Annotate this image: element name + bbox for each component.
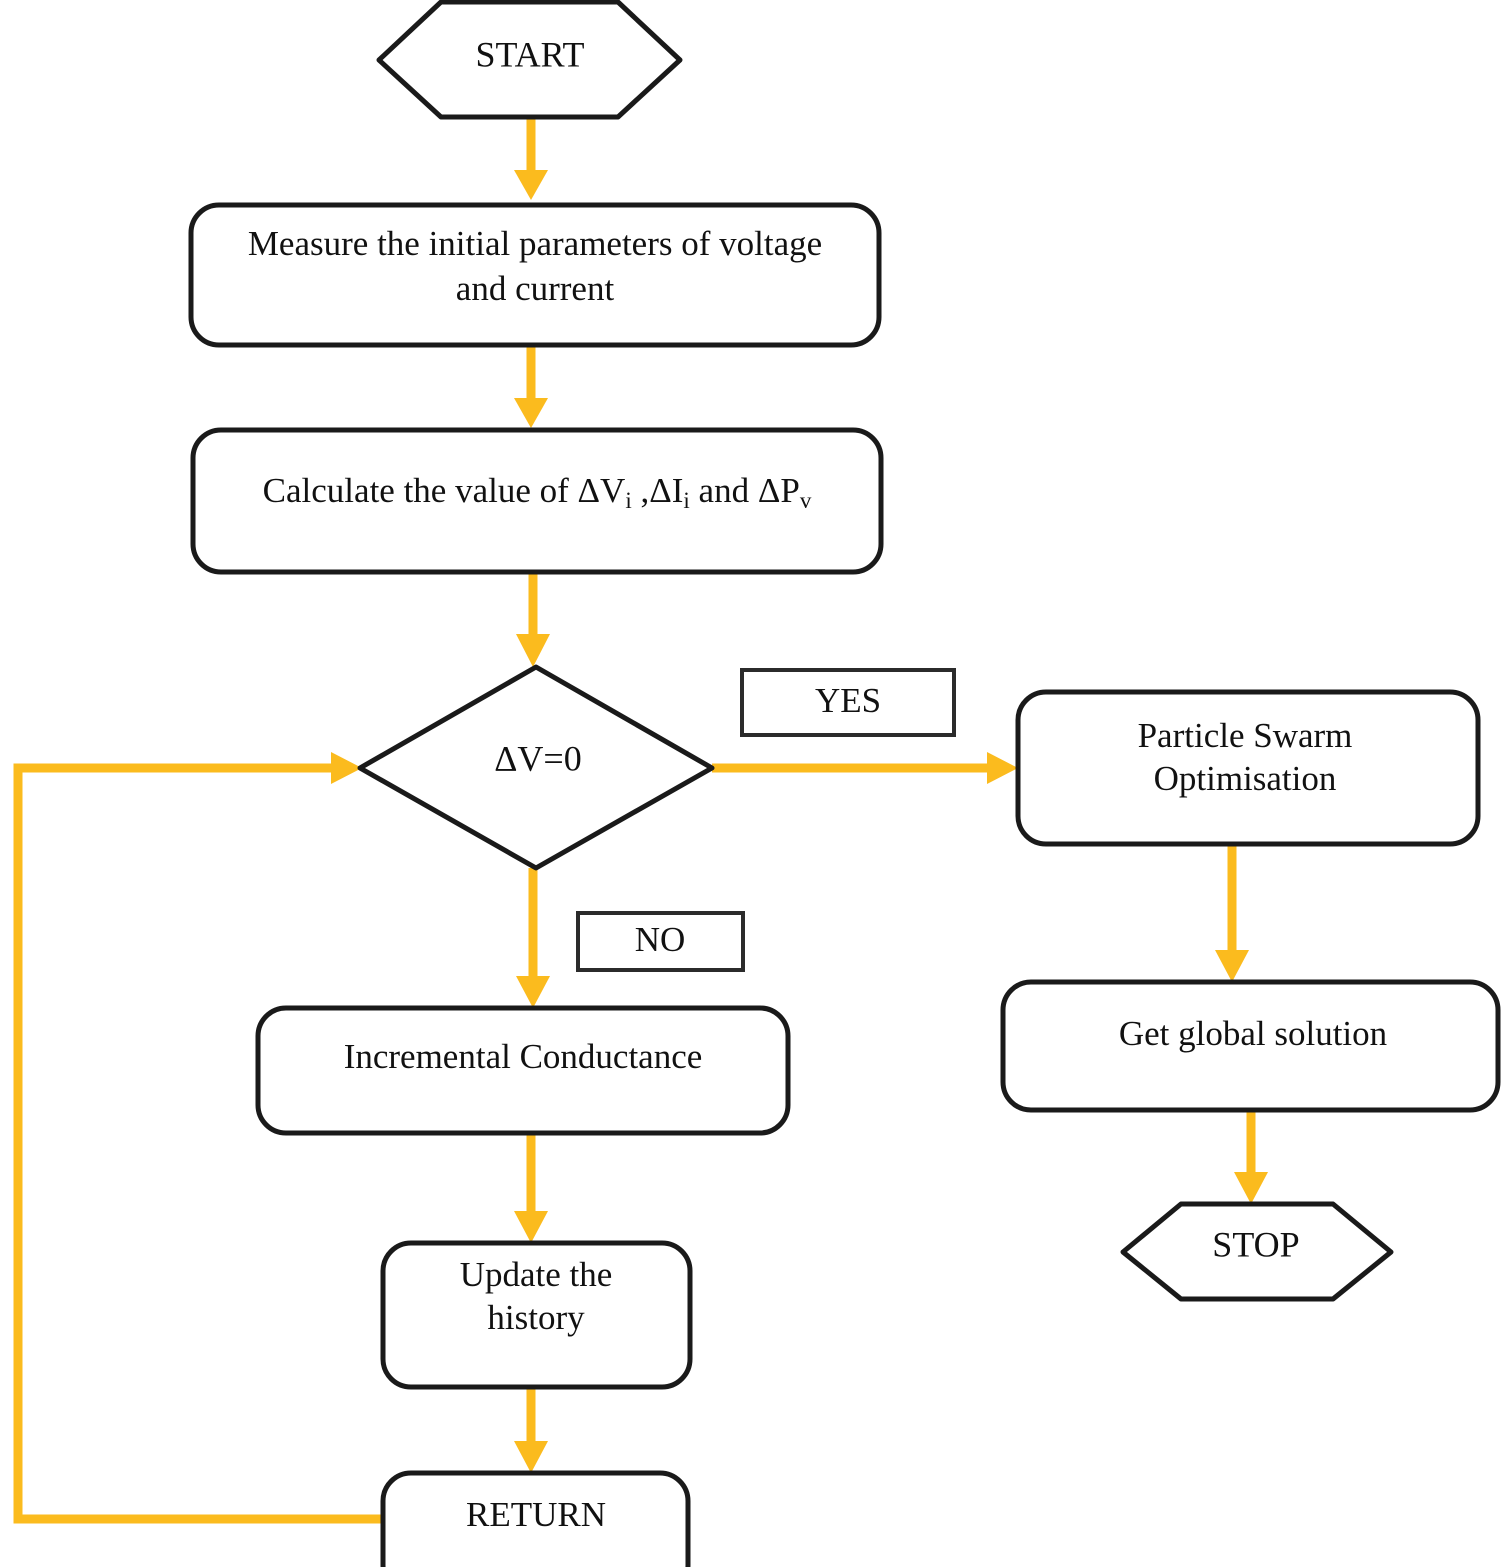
node-pso[interactable]: Particle Swarm Optimisation — [1015, 689, 1481, 847]
node-measure-label-line1: Measure the initial parameters of voltag… — [248, 224, 822, 263]
node-calculate-delta-i: ΔI — [649, 471, 683, 510]
node-calculate-sub-p: v — [800, 488, 812, 513]
node-calculate[interactable]: Calculate the value of ΔVi ,ΔIi and ΔPv — [190, 427, 884, 575]
node-update-history[interactable]: Update the history — [380, 1240, 693, 1390]
edge-start-to-measure — [514, 118, 548, 200]
node-calculate-sub-i: i — [683, 488, 689, 513]
node-decision-label: ΔV=0 — [494, 738, 581, 778]
node-measure-label-line2: and current — [456, 269, 615, 308]
node-calculate-prefix: Calculate the value of — [263, 471, 578, 510]
label-yes: YES — [740, 668, 956, 737]
node-measure[interactable]: Measure the initial parameters of voltag… — [188, 202, 882, 348]
node-pso-label-line1: Particle Swarm — [1138, 716, 1353, 755]
label-no: NO — [576, 911, 745, 972]
node-calculate-sep2: and — [690, 471, 758, 510]
node-start[interactable]: START — [376, 0, 683, 120]
node-calculate-sub-v: i — [625, 488, 631, 513]
edge-decision-to-pso — [712, 752, 1018, 784]
node-calculate-sep1: , — [632, 471, 650, 510]
node-incremental-conductance[interactable]: Incremental Conductance — [255, 1005, 791, 1136]
node-start-label: START — [476, 34, 585, 74]
node-update-history-label-line2: history — [487, 1298, 585, 1337]
node-calculate-delta-p: ΔP — [758, 471, 800, 510]
node-decision[interactable]: ΔV=0 — [357, 664, 715, 871]
node-pso-label-line2: Optimisation — [1154, 759, 1337, 798]
label-no-text: NO — [635, 920, 686, 959]
node-global-solution-label: Get global solution — [1119, 1014, 1387, 1053]
edge-pso-to-global — [1215, 844, 1249, 982]
node-incremental-conductance-label: Incremental Conductance — [344, 1037, 703, 1076]
edge-calculate-to-decision — [516, 572, 550, 667]
edge-return-to-decision-feedback — [13, 752, 383, 1524]
node-stop-label: STOP — [1212, 1224, 1299, 1264]
node-stop[interactable]: STOP — [1120, 1201, 1394, 1302]
node-calculate-delta-v: ΔV — [578, 471, 626, 510]
edge-update-to-return — [514, 1387, 548, 1473]
edge-decision-to-inc-cond — [516, 868, 550, 1008]
node-update-history-label-line1: Update the — [460, 1255, 613, 1294]
node-calculate-label: Calculate the value of ΔVi ,ΔIi and ΔPv — [263, 471, 812, 513]
node-global-solution[interactable]: Get global solution — [1000, 979, 1501, 1113]
label-yes-text: YES — [815, 681, 881, 720]
edge-global-to-stop — [1234, 1110, 1268, 1204]
edge-measure-to-calculate — [514, 345, 548, 428]
node-return-label: RETURN — [466, 1495, 606, 1534]
edge-inc-cond-to-update — [514, 1133, 548, 1243]
node-return[interactable]: RETURN — [380, 1470, 691, 1567]
